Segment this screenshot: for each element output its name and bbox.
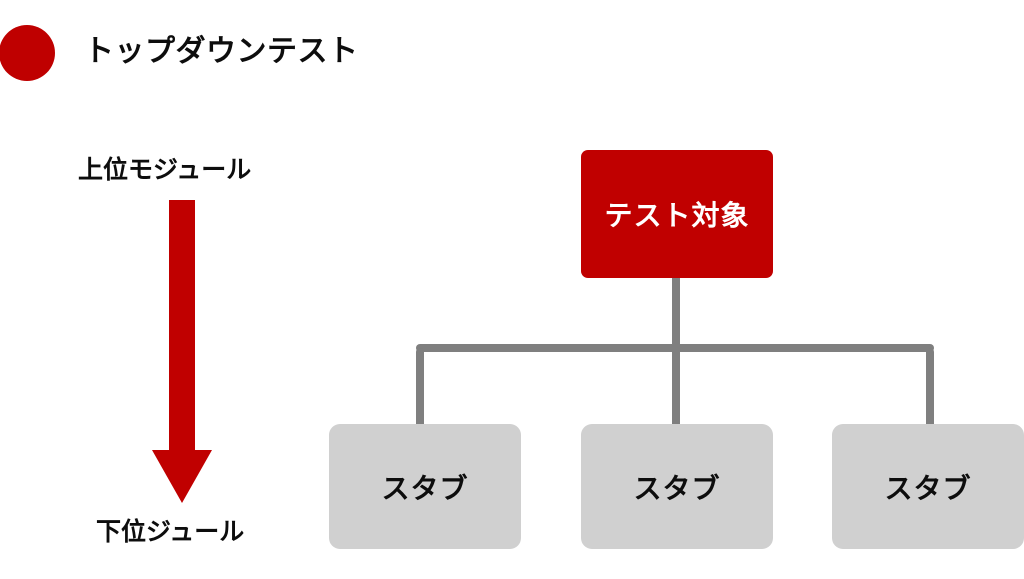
- bullet-dot-icon: [0, 25, 55, 81]
- connector-drop-left: [416, 348, 424, 428]
- node-stub-3-label: スタブ: [884, 472, 972, 504]
- node-stub-3: スタブ: [832, 424, 1024, 549]
- page-title: トップダウンテスト: [84, 35, 359, 68]
- node-stub-1-label: スタブ: [381, 472, 469, 504]
- node-stub-2: スタブ: [581, 424, 773, 549]
- node-test-target: テスト対象: [581, 150, 773, 278]
- connector-drop-right: [926, 348, 934, 428]
- connector-root-stem: [672, 277, 680, 352]
- down-arrow-icon: [148, 200, 216, 503]
- upper-module-label: 上位モジュール: [78, 156, 252, 184]
- connector-drop-middle: [672, 348, 680, 428]
- node-test-target-label: テスト対象: [604, 200, 750, 231]
- lower-module-label: 下位ジュール: [96, 518, 245, 546]
- node-stub-1: スタブ: [329, 424, 521, 549]
- node-stub-2-label: スタブ: [633, 472, 721, 504]
